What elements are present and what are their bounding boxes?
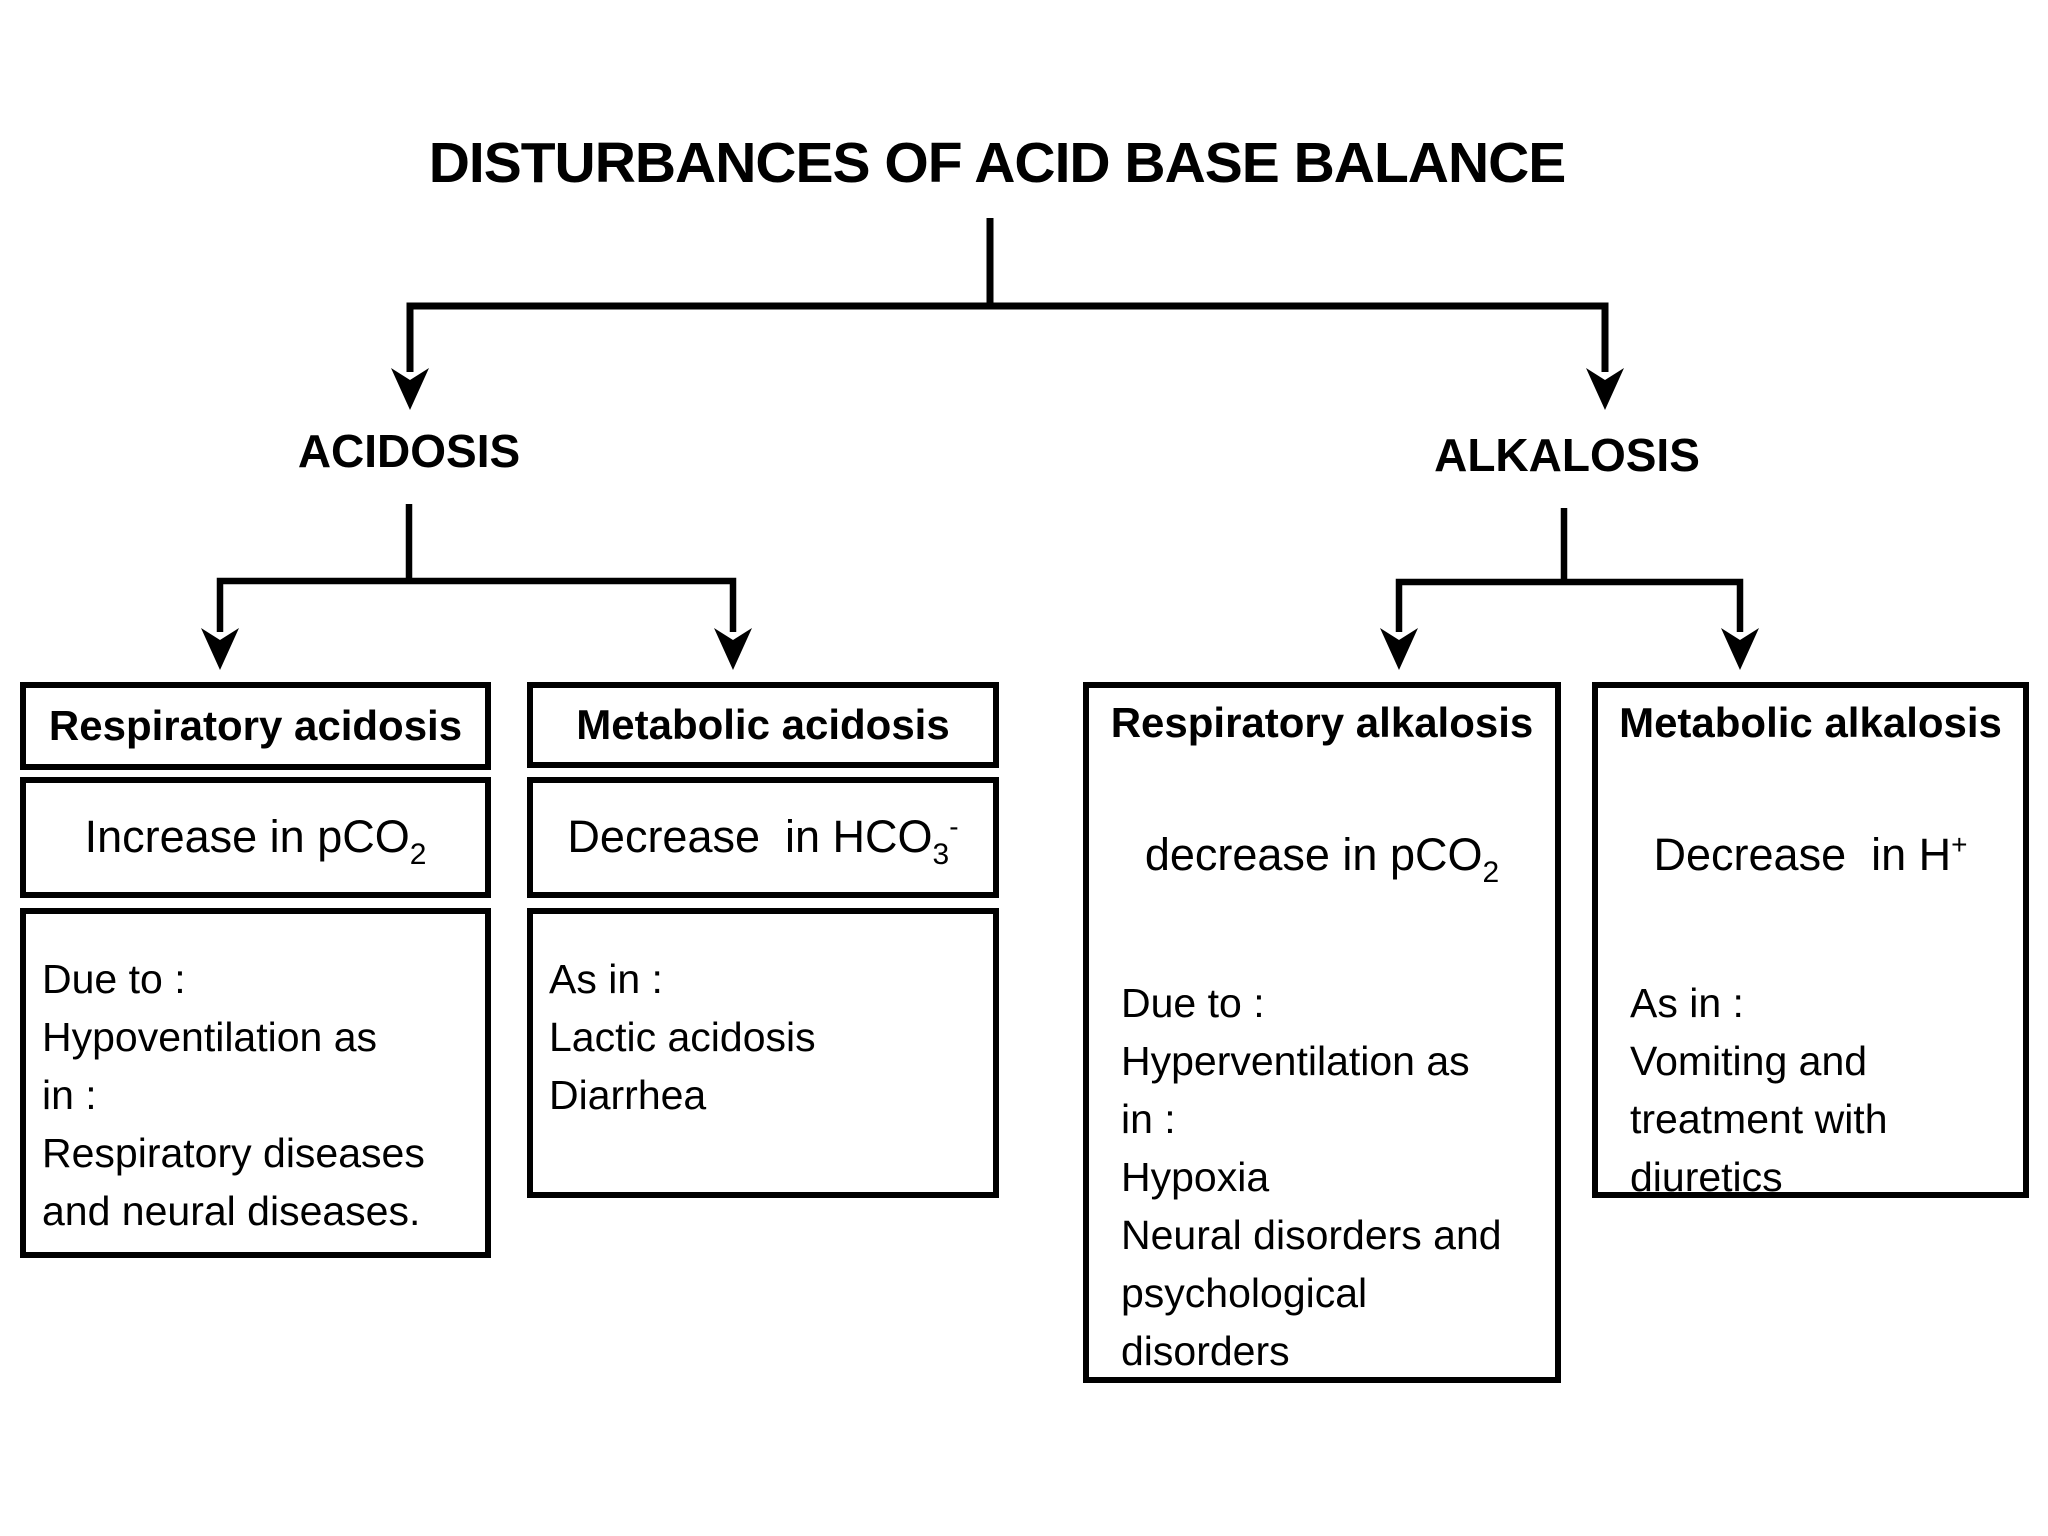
box-respiratory-alkalosis-formula: decrease in pCO2 <box>1089 820 1555 898</box>
arrowhead-to-respiratory-alkalosis <box>1380 628 1418 670</box>
box-body-text: As in : Vomiting and treatment with diur… <box>1630 980 1888 1200</box>
box-body-text: Due to : Hypoventilation as in : Respira… <box>42 956 425 1234</box>
formula-superscript: + <box>1951 829 1968 860</box>
formula-base: Decrease in HCO <box>567 811 933 862</box>
arrowhead-to-metabolic-acidosis <box>714 628 752 670</box>
box-metabolic-acidosis-header: Metabolic acidosis <box>527 682 999 768</box>
branch-label-alkalosis: ALKALOSIS <box>1434 429 1700 481</box>
page-title: DISTURBANCES OF ACID BASE BALANCE <box>428 131 1567 195</box>
box-metabolic-acidosis: Metabolic acidosis Decrease in HCO3- As … <box>527 682 999 1198</box>
connector-acidosis-bracket <box>216 577 737 632</box>
arrowhead-to-acidosis <box>391 368 429 410</box>
box-respiratory-acidosis: Respiratory acidosis Increase in pCO2 Du… <box>20 682 491 1258</box>
box-respiratory-alkalosis: Respiratory alkalosis decrease in pCO2 D… <box>1083 682 1561 1383</box>
box-header-text: Metabolic acidosis <box>576 701 950 748</box>
box-metabolic-alkalosis-formula: Decrease in H+ <box>1598 820 2023 898</box>
formula-text: Decrease in HCO3- <box>567 811 958 872</box>
box-header-text: Respiratory alkalosis <box>1110 699 1534 746</box>
formula-text: Decrease in H+ <box>1654 829 1968 880</box>
formula-base: Increase in pCO <box>84 811 410 862</box>
formula-subscript: 2 <box>1482 856 1500 889</box>
box-body-text: As in : Lactic acidosis Diarrhea <box>549 956 816 1118</box>
arrowhead-to-metabolic-alkalosis <box>1721 628 1759 670</box>
formula-subscript: 2 <box>409 838 427 871</box>
arrowhead-to-respiratory-acidosis <box>201 628 239 670</box>
branch-label-acidosis: ACIDOSIS <box>297 425 521 477</box>
connector-level1-bracket <box>406 302 1609 372</box>
formula-text: decrease in pCO2 <box>1144 829 1499 890</box>
box-metabolic-alkalosis-body: As in : Vomiting and treatment with diur… <box>1598 974 2023 1206</box>
box-respiratory-acidosis-header: Respiratory acidosis <box>20 682 491 770</box>
box-metabolic-alkalosis: Metabolic alkalosis Decrease in H+ As in… <box>1592 682 2029 1200</box>
formula-base: decrease in pCO <box>1144 829 1483 880</box>
formula-superscript: - <box>949 811 959 842</box>
formula-subscript: 3 <box>932 838 950 871</box>
formula-text: Increase in pCO2 <box>85 811 427 872</box>
box-header-text: Metabolic alkalosis <box>1619 699 2002 746</box>
box-body-text: Due to : Hyperventilation as in : Hypoxi… <box>1121 980 1502 1374</box>
box-metabolic-acidosis-formula: Decrease in HCO3- <box>527 777 999 898</box>
box-respiratory-acidosis-formula: Increase in pCO2 <box>20 777 491 898</box>
box-respiratory-acidosis-body: Due to : Hypoventilation as in : Respira… <box>20 908 491 1258</box>
formula-base: Decrease in H <box>1653 829 1952 880</box>
box-metabolic-acidosis-body: As in : Lactic acidosis Diarrhea <box>527 908 999 1198</box>
box-header-text: Respiratory acidosis <box>48 702 463 749</box>
arrowhead-to-alkalosis <box>1586 368 1624 410</box>
box-respiratory-alkalosis-body: Due to : Hyperventilation as in : Hypoxi… <box>1089 974 1555 1380</box>
connector-alkalosis-bracket <box>1395 578 1744 632</box>
